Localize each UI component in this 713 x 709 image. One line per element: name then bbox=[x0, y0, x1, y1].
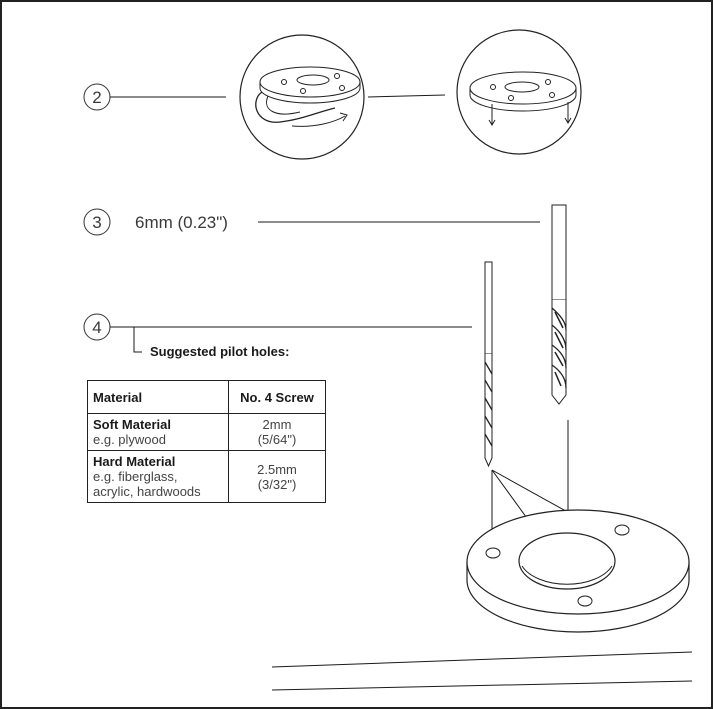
step-4-table-bracket bbox=[133, 327, 142, 353]
material-cell: Soft Material e.g. plywood bbox=[87, 413, 229, 451]
header-no4-screw: No. 4 Screw bbox=[228, 380, 326, 414]
step-4: 4 bbox=[83, 313, 472, 353]
step-2: 2 bbox=[83, 29, 582, 160]
screw-value-cell: 2.5mm (3/32") bbox=[228, 450, 326, 503]
screw-value-cell: 2mm (5/64") bbox=[228, 413, 326, 451]
material-cell: Hard Material e.g. fiberglass, acrylic, … bbox=[87, 450, 229, 503]
screw-value-metric: 2.5mm bbox=[257, 461, 297, 477]
small-drill-bit-icon bbox=[484, 261, 493, 468]
press-down-illustration bbox=[456, 29, 582, 155]
pilot-holes-title: Suggested pilot holes: bbox=[150, 344, 290, 359]
screw-value-imperial: (3/32") bbox=[257, 476, 297, 492]
large-drill-bit-icon bbox=[551, 204, 567, 405]
header-material: Material bbox=[87, 380, 229, 414]
step-3-drill-size: 6mm (0.23") bbox=[135, 213, 228, 232]
peel-backing-illustration bbox=[239, 34, 365, 160]
rule-line-1 bbox=[271, 651, 693, 668]
screw-value-metric: 2mm bbox=[262, 417, 292, 432]
step-3-number: 3 bbox=[92, 213, 101, 232]
step-2-connector bbox=[367, 94, 446, 98]
screw-value-imperial: (5/64") bbox=[257, 432, 297, 447]
material-example: e.g. fiberglass, bbox=[93, 469, 178, 484]
pilot-holes-table: Material No. 4 Screw Soft Material e.g. … bbox=[87, 380, 326, 503]
table-row: Hard Material e.g. fiberglass, acrylic, … bbox=[87, 450, 326, 503]
step-3: 3 6mm (0.23") bbox=[83, 208, 540, 236]
material-name: Soft Material bbox=[93, 417, 172, 432]
rule-line-2 bbox=[271, 680, 693, 691]
table-row: Soft Material e.g. plywood 2mm (5/64") bbox=[87, 413, 326, 451]
material-example: e.g. plywood bbox=[93, 432, 166, 447]
table-header-row: Material No. 4 Screw bbox=[87, 380, 326, 414]
step-3-badge bbox=[83, 208, 111, 236]
step-2-number: 2 bbox=[92, 88, 101, 107]
mounting-plate-illustration bbox=[466, 509, 690, 633]
material-name: Hard Material bbox=[93, 454, 176, 469]
step-4-number: 4 bbox=[92, 318, 101, 337]
material-example: acrylic, hardwoods bbox=[93, 484, 201, 499]
